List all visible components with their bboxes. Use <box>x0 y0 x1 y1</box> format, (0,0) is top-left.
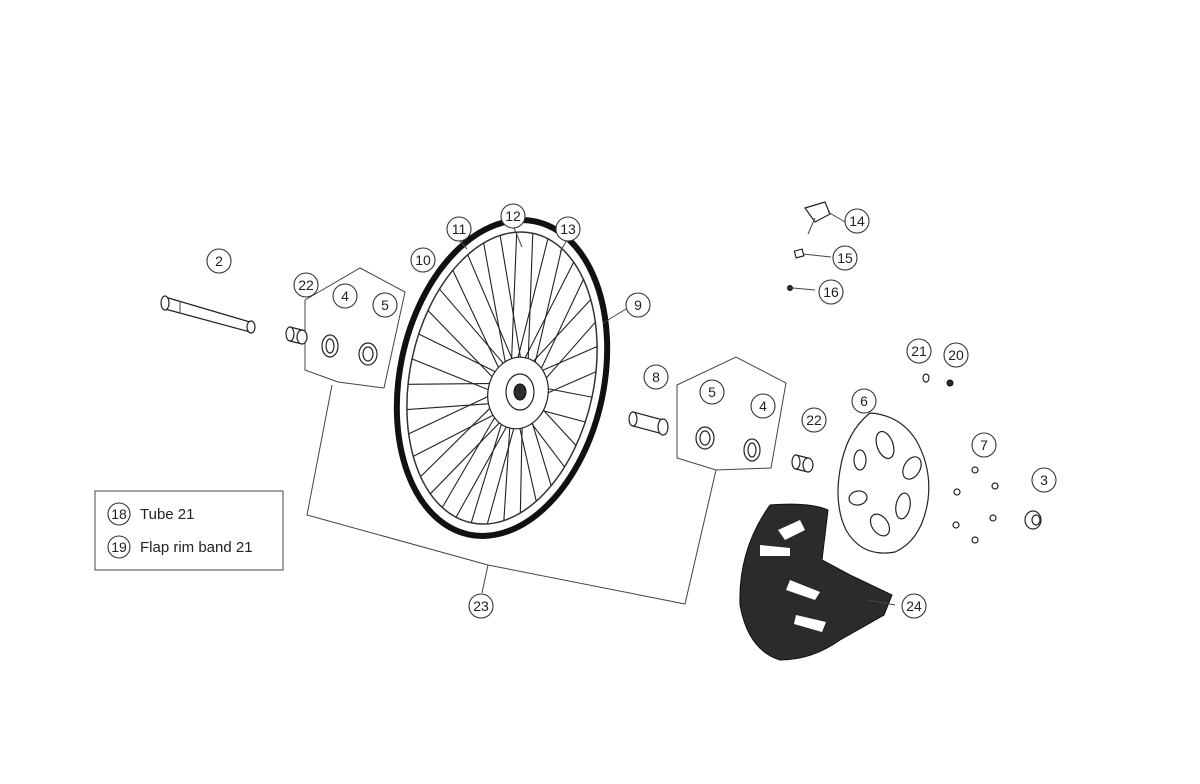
legend-item-18: 18 <box>107 502 131 526</box>
callout-5-left: 5 <box>372 292 398 318</box>
callout-6: 6 <box>851 388 877 414</box>
callout-22-right: 22 <box>801 407 827 433</box>
svg-text:13: 13 <box>560 221 576 237</box>
callout-7: 7 <box>971 432 997 458</box>
wheel-spacer <box>628 411 669 436</box>
svg-text:21: 21 <box>911 343 927 359</box>
spacer-right <box>791 454 814 473</box>
axle-nut <box>1024 510 1042 530</box>
spacer-left <box>285 326 308 345</box>
callout-15: 15 <box>832 245 858 271</box>
leader-lines <box>423 211 896 606</box>
svg-text:8: 8 <box>652 369 660 385</box>
svg-text:22: 22 <box>298 277 314 293</box>
bearing-left <box>321 334 339 358</box>
callout-20: 20 <box>943 342 969 368</box>
svg-text:12: 12 <box>505 208 521 224</box>
svg-text:11: 11 <box>452 221 467 237</box>
callout-16: 16 <box>818 279 844 305</box>
callout-12: 12 <box>500 203 526 229</box>
svg-text:4: 4 <box>341 288 349 304</box>
callout-13: 13 <box>555 216 581 242</box>
callout-14: 14 <box>844 208 870 234</box>
svg-text:19: 19 <box>111 539 127 555</box>
svg-text:18: 18 <box>111 506 127 522</box>
svg-text:7: 7 <box>980 437 988 453</box>
callout-5-right: 5 <box>699 379 725 405</box>
seal-left <box>358 342 378 366</box>
svg-text:6: 6 <box>860 393 868 409</box>
svg-text:23: 23 <box>473 598 489 614</box>
tire-valve <box>787 201 831 291</box>
svg-text:4: 4 <box>759 398 767 414</box>
svg-text:5: 5 <box>708 384 716 400</box>
front-wheel <box>393 217 611 539</box>
callout-23: 23 <box>468 593 494 619</box>
svg-text:22: 22 <box>806 412 822 428</box>
svg-text:20: 20 <box>948 347 964 363</box>
callout-8: 8 <box>643 364 669 390</box>
brake-disc <box>837 412 930 554</box>
svg-text:10: 10 <box>415 252 431 268</box>
bearing-group-box-right <box>676 356 787 471</box>
svg-text:2: 2 <box>215 253 223 269</box>
svg-text:24: 24 <box>906 598 922 614</box>
bearing-group-box-left <box>304 267 406 389</box>
svg-text:9: 9 <box>634 297 642 313</box>
front-axle <box>160 295 256 334</box>
legend-box: 18 Tube 21 19 Flap rim band 21 <box>94 490 284 571</box>
callout-3: 3 <box>1031 467 1057 493</box>
legend-label-rim-band: Flap rim band 21 <box>140 539 253 556</box>
svg-text:15: 15 <box>837 250 853 266</box>
callout-10: 10 <box>410 247 436 273</box>
callout-21: 21 <box>906 338 932 364</box>
disc-bolts <box>952 466 999 544</box>
callout-22-left: 22 <box>293 272 319 298</box>
legend-item-19: 19 <box>107 535 131 559</box>
bearing-right <box>695 426 715 450</box>
svg-text:16: 16 <box>823 284 839 300</box>
callout-2: 2 <box>206 248 232 274</box>
disc-guard <box>739 503 893 661</box>
svg-text:5: 5 <box>381 297 389 313</box>
legend-label-tube: Tube 21 <box>140 506 195 523</box>
svg-text:3: 3 <box>1040 472 1048 488</box>
callout-11: 11 <box>446 216 472 242</box>
callout-4-left: 4 <box>332 283 358 309</box>
callout-4-right: 4 <box>750 393 776 419</box>
svg-text:14: 14 <box>849 213 865 229</box>
callout-9: 9 <box>625 292 651 318</box>
callout-24: 24 <box>901 593 927 619</box>
small-hardware <box>922 373 954 387</box>
seal-right <box>743 438 761 462</box>
